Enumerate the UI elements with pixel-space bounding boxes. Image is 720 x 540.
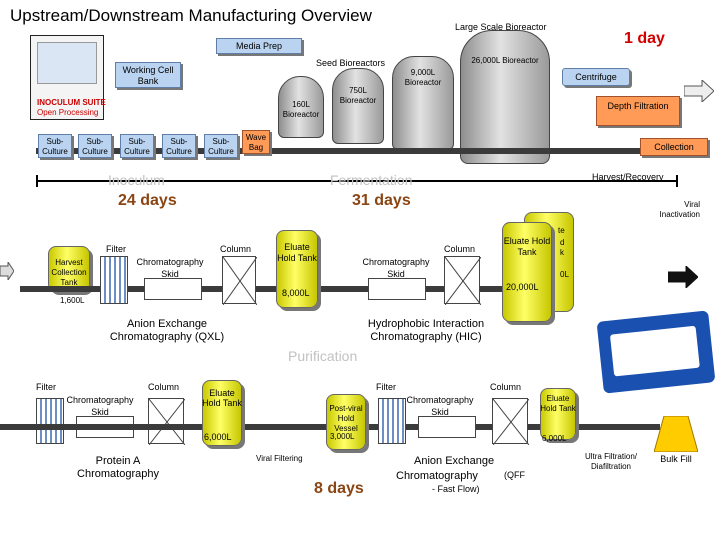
large-scale-bioreactor-label: Large Scale Bioreactor — [455, 22, 547, 32]
column-label-bottom-left: Column — [148, 382, 180, 392]
timeline-tick-end — [676, 175, 678, 187]
sub-culture-3: Sub-Culture — [120, 134, 154, 158]
process-pipe-upper — [36, 148, 676, 154]
filter-unit-left — [100, 256, 128, 304]
eluate-volume-bottom-right: 6,000L — [542, 434, 567, 443]
fermentation-days: 31 days — [352, 192, 411, 209]
post-viral-hold-vessel-label: Post-viral Hold Vessel — [329, 404, 363, 433]
anion-exchange-bottom-label: Anion Exchange — [414, 455, 495, 467]
column-unit-bottom-right — [492, 398, 530, 446]
arrow-right-icon — [683, 78, 715, 104]
anion-exchange-label-mid: Anion Exchange Chromatography (QXL) — [109, 318, 225, 343]
eluate-hold-tank-bottom-right — [540, 388, 576, 440]
fermentation-label: Fermentation — [330, 172, 413, 188]
protein-a-label: Protein A Chromatography — [77, 455, 159, 480]
chrom-skid-left — [144, 278, 202, 300]
chrom-skid-bottom-right — [418, 416, 476, 438]
inoculum-label: Inoculum — [108, 172, 165, 188]
column-label-left: Column — [220, 244, 252, 254]
eluate-volume-bottom: 6,000L — [204, 432, 232, 442]
timeline-tick-start — [36, 175, 38, 187]
centrifuge-box: Centrifuge — [562, 68, 630, 86]
column-label-mid: Column — [444, 244, 476, 254]
viral-filtering-label: Viral Filtering — [256, 454, 303, 463]
eluate-hold-tank-bottom — [202, 380, 242, 446]
seed-bioreactors-label: Seed Bioreactors — [316, 58, 386, 68]
media-prep-box: Media Prep — [216, 38, 302, 54]
left-edge-arrow-icon — [0, 260, 15, 282]
timeline-line — [36, 180, 676, 182]
back-tank-partial-4: 0L — [560, 270, 569, 279]
filter-unit-bottom-left — [36, 398, 64, 444]
column-label-bottom-right: Column — [490, 382, 522, 392]
column-unit-left — [222, 256, 258, 306]
page-title: Upstream/Downstream Manufacturing Overvi… — [10, 6, 372, 25]
column-unit-bottom-left — [148, 398, 186, 446]
product-kit-image — [596, 310, 716, 394]
hic-label: Hydrophobic Interaction Chromatography (… — [367, 318, 485, 343]
eluate-hold-tank-bottom-label: Eluate Hold Tank — [202, 388, 242, 408]
back-tank-partial-3: k — [560, 248, 564, 257]
harvest-volume: 1,600L — [60, 296, 85, 305]
anion-exchange-bottom-label-2: Chromatography — [396, 470, 478, 482]
bottom-days: 8 days — [314, 480, 364, 497]
filter-label-bottom-right: Filter — [376, 382, 396, 392]
qff-label-2: - Fast Flow) — [432, 484, 480, 494]
chrom-skid-label-mid: Chromatography Skid — [362, 257, 430, 279]
eluate-hold-tank-right-label: Eluate Hold Tank — [503, 236, 551, 257]
column-unit-mid — [444, 256, 482, 306]
bulk-fill-label: Bulk Fill — [660, 454, 692, 464]
filter-label-bottom-left: Filter — [36, 382, 56, 392]
wave-bag-box: Wave Bag — [242, 130, 270, 154]
eluate-hold-tank-right — [502, 222, 552, 322]
post-viral-volume: 3,000L — [330, 432, 355, 441]
viral-inactivation-label: Viral Inactivation — [659, 200, 700, 219]
bioreactor-750-label: 750L Bioreactor — [339, 86, 377, 105]
sub-culture-5: Sub-Culture — [204, 134, 238, 158]
bioreactor-160-label: 160L Bioreactor — [282, 100, 320, 119]
filter-unit-bottom-right — [378, 398, 406, 444]
back-tank-partial-1: te — [558, 226, 565, 235]
eluate-volume-right: 20,000L — [506, 282, 539, 292]
eluate-hold-tank-bottom-right-label: Eluate Hold Tank — [540, 394, 576, 413]
duration-top: 1 day — [624, 30, 665, 47]
eluate-hold-tank-left-label: Eluate Hold Tank — [277, 242, 317, 263]
open-processing-label: Open Processing — [37, 108, 99, 117]
eluate-volume-left: 8,000L — [282, 288, 310, 298]
back-tank-partial-2: d — [560, 238, 565, 247]
sub-culture-4: Sub-Culture — [162, 134, 196, 158]
purification-label: Purification — [288, 348, 358, 364]
working-cell-bank-box: Working Cell Bank — [115, 62, 181, 88]
inoculum-days: 24 days — [118, 192, 177, 209]
bioreactor-9000-tank — [392, 56, 454, 150]
bioreactor-26000-label: 26,000L Bioreactor — [471, 56, 539, 65]
inoculum-suite-image: INOCULUM SUITE Open Processing — [30, 35, 106, 120]
harvest-collection-tank-label: Harvest Collection Tank — [51, 258, 87, 287]
arrow-right-middle-icon — [667, 264, 699, 290]
sub-culture-1: Sub-Culture — [38, 134, 72, 158]
depth-filtration-box: Depth Filtration — [596, 96, 680, 126]
bioreactor-9000-label: 9,000L Bioreactor — [404, 68, 442, 87]
collection-box: Collection — [640, 138, 708, 156]
suite-floorplan-icon — [37, 42, 97, 84]
product-kit-insert-icon — [609, 325, 700, 377]
harvest-recovery-label: Harvest/Recovery — [592, 172, 664, 182]
bioreactor-26000-tank — [460, 30, 550, 164]
chrom-skid-mid — [368, 278, 426, 300]
bioreactor-750-tank — [332, 68, 384, 144]
inoculum-suite-label: INOCULUM SUITE — [37, 98, 106, 107]
bulk-fill-icon — [653, 415, 699, 453]
sub-culture-2: Sub-Culture — [78, 134, 112, 158]
chrom-skid-label-bottom-left: Chromatography Skid — [66, 395, 134, 417]
filter-label-left: Filter — [106, 244, 126, 254]
bioreactor-160-tank — [278, 76, 324, 138]
chrom-skid-label-left: Chromatography Skid — [136, 257, 204, 279]
chrom-skid-label-bottom-right: Chromatography Skid — [406, 395, 474, 417]
ultra-filtration-label: Ultra Filtration/ Diafiltration — [584, 452, 637, 471]
post-viral-hold-vessel — [326, 394, 366, 450]
qff-label: (QFF — [504, 470, 525, 480]
eluate-hold-tank-left — [276, 230, 318, 308]
